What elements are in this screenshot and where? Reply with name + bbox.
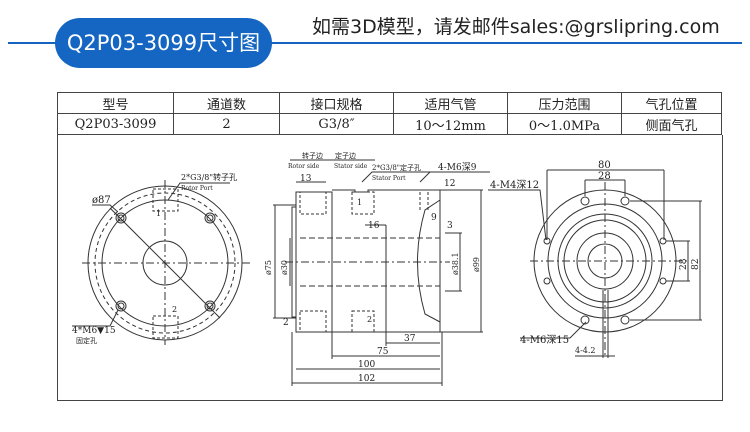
stator-side-cn: 定子边 bbox=[335, 151, 356, 160]
m6-label: 4-M6深9 bbox=[438, 162, 477, 173]
cell-tube: 10～12mm bbox=[393, 113, 508, 135]
cell-pressure: 0～1.0MPa bbox=[507, 113, 622, 135]
dia-87: ø87 bbox=[92, 195, 111, 206]
rotor-port-label: 2*G3/8"转子孔 bbox=[181, 172, 237, 182]
dim-12: 12 bbox=[444, 179, 455, 189]
dim-102: 102 bbox=[358, 374, 375, 384]
m4-label: 4-M4深12 bbox=[490, 179, 539, 191]
dim-80: 80 bbox=[598, 160, 611, 171]
left-view: 2*G3/8"转子孔 Rotor Port ø87 4*M6▼15 固定孔 1 … bbox=[72, 172, 250, 345]
drawing-frame bbox=[57, 135, 723, 401]
cell-port: G3/8″ bbox=[279, 113, 394, 135]
dim-82: 82 bbox=[691, 259, 701, 270]
spec-table: 型号 通道数 接口规格 适用气管 压力范围 气孔位置 Q2P03-3099 2 … bbox=[57, 92, 722, 135]
rotor-port-en: Rotor Port bbox=[181, 185, 213, 192]
dim-9: 9 bbox=[431, 213, 437, 223]
mount-holes-cn: 固定孔 bbox=[76, 336, 97, 345]
cell-model: Q2P03-3099 bbox=[57, 113, 174, 135]
dim-13: 13 bbox=[300, 174, 312, 184]
contact-email-text: 如需3D模型，请发邮件sales:@grslipring.com bbox=[312, 16, 720, 38]
dim-4-4-2: 4-4.2 bbox=[575, 346, 596, 355]
dim-dia-75: ø75 bbox=[264, 260, 273, 275]
header-divider bbox=[8, 42, 742, 44]
dim-dia-38-1: ø38.1 bbox=[451, 252, 460, 275]
mount-holes: 4*M6▼15 bbox=[72, 326, 116, 336]
dim-3: 3 bbox=[447, 221, 453, 231]
dim-75: 75 bbox=[377, 347, 389, 357]
dim-dia-99: ø99 bbox=[472, 257, 481, 272]
dim-28-top: 28 bbox=[598, 171, 611, 182]
dim-37: 37 bbox=[404, 334, 416, 344]
rotor-side: Rotor side bbox=[288, 163, 320, 170]
dim-16: 16 bbox=[368, 221, 380, 231]
stator-port-en: Stator Port bbox=[372, 175, 406, 182]
dim-dia-30: ø30 bbox=[280, 260, 289, 275]
header-cell: 压力范围 bbox=[507, 92, 622, 114]
side-view: 转子边 定子边 Rotor side Stator side 2*G3/8"定子… bbox=[264, 151, 490, 386]
port-2: 2 bbox=[367, 315, 372, 324]
dim-100: 100 bbox=[358, 360, 375, 370]
dim-28-right: 28 bbox=[679, 258, 689, 270]
port-2: 2 bbox=[172, 305, 177, 314]
end-view: 4-M4深12 4-M6深15 80 28 4-4.2 28 82 bbox=[488, 160, 702, 358]
cell-hole-position: 侧面气孔 bbox=[621, 113, 722, 135]
port-1: 1 bbox=[156, 209, 161, 218]
port-1: 1 bbox=[357, 198, 362, 207]
rotor-side-cn: 转子边 bbox=[302, 151, 323, 160]
m6-label: 4-M6深15 bbox=[520, 334, 569, 346]
stator-side: Stator side bbox=[334, 163, 368, 170]
page-title: Q2P03-3099尺寸图 bbox=[55, 18, 272, 68]
table-row: Q2P03-3099 2 G3/8″ 10～12mm 0～1.0MPa 侧面气孔 bbox=[57, 113, 722, 135]
stator-port-label: 2*G3/8"定子孔 bbox=[372, 163, 421, 172]
dim-2: 2 bbox=[283, 318, 289, 328]
